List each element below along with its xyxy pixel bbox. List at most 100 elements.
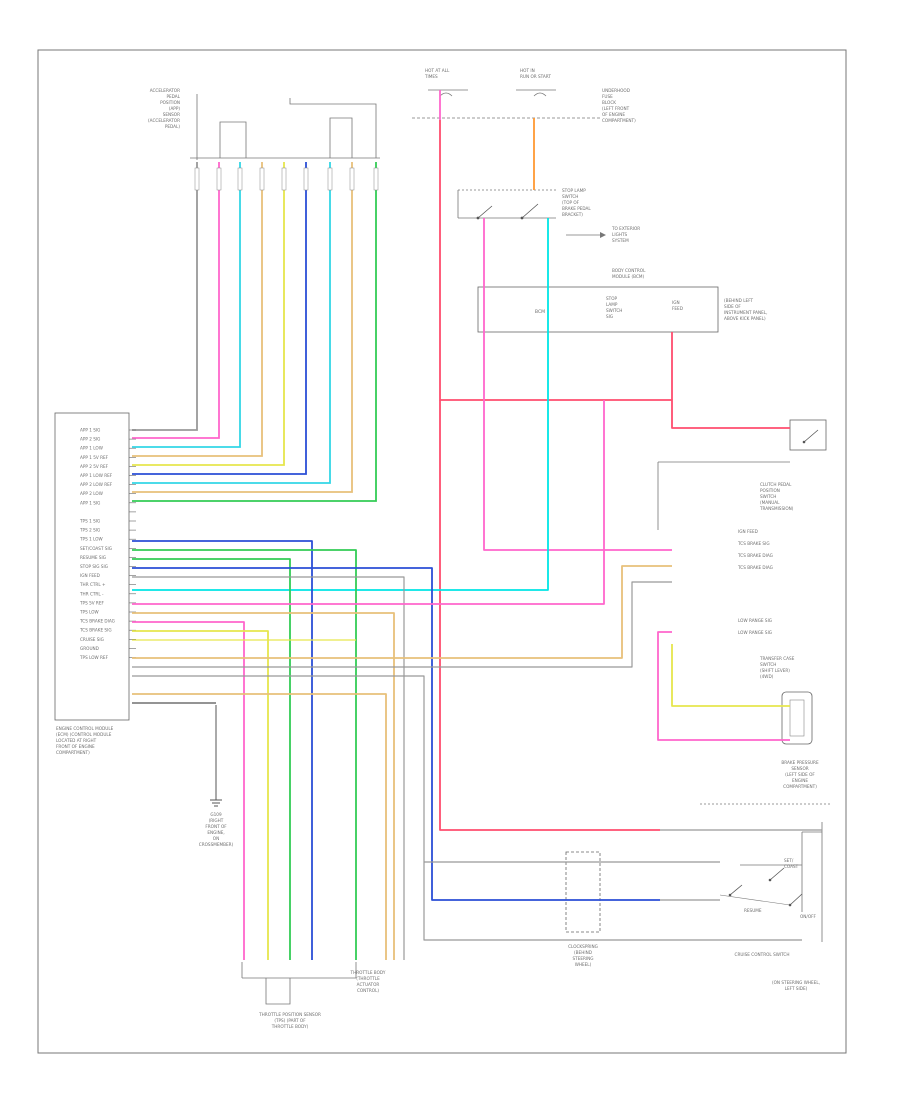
app-sensor-caption-line: SENSOR bbox=[163, 112, 180, 117]
brake-pressure-caption-line: SENSOR bbox=[791, 766, 808, 771]
ecm-pin-label: APP 2 LOW REF bbox=[80, 482, 113, 487]
ecm-pin-label: SET/COAST SIG bbox=[80, 546, 112, 551]
cruise-caption: CRUISE CONTROL SWITCH bbox=[735, 952, 790, 957]
clutch-caption: SWITCH bbox=[760, 494, 776, 499]
ecm-pin-label: APP 2 5V REF bbox=[80, 464, 109, 469]
bcm-caption: ABOVE KICK PANEL) bbox=[724, 316, 766, 321]
tps-low-ref-wire bbox=[132, 693, 387, 960]
fuse-right-caption-line: HOT IN bbox=[520, 68, 535, 73]
ecm-pin-label: TPS 1 LOW bbox=[79, 537, 103, 542]
connector-pin bbox=[237, 167, 243, 191]
stop-sig-wire bbox=[483, 218, 672, 551]
fuse-left-caption-line: HOT AT ALL bbox=[425, 68, 450, 73]
app-wire bbox=[132, 162, 285, 466]
ecm-pin-label: TPS 2 SIG bbox=[79, 528, 100, 533]
clockspring-caption-line: STEERING bbox=[572, 956, 593, 961]
bcm-pin-label: FEED bbox=[672, 306, 683, 311]
to-exterior-caption-line: SYSTEM bbox=[612, 238, 629, 243]
ecm-pin-label: IGN FEED bbox=[80, 573, 100, 578]
bcm-pin-label: IGN bbox=[672, 300, 680, 305]
wire-runs bbox=[132, 90, 822, 960]
thr-ctrl-wire bbox=[132, 612, 395, 960]
ecm-pin-label: APP 1 SIG bbox=[80, 428, 100, 433]
bcm-header: MODULE (BCM) bbox=[612, 274, 644, 279]
connector-pin bbox=[373, 167, 379, 191]
ecm-pin-label: TCS BRAKE SIG bbox=[79, 628, 112, 633]
app-wire bbox=[132, 162, 307, 475]
stop-lamp-caption-line: STOP LAMP bbox=[562, 188, 586, 193]
bcm-pin-label: SWITCH bbox=[606, 308, 622, 313]
bcm-pin-label: SIG bbox=[606, 314, 613, 319]
thr-ctrl-minus-wire bbox=[132, 621, 245, 960]
cruise-button-label: RESUME bbox=[744, 908, 762, 913]
connector-pin bbox=[327, 167, 333, 191]
bcm-body-label: BCM bbox=[535, 309, 545, 315]
app-wire bbox=[132, 162, 220, 439]
ecm-pin-label: THR CTRL - bbox=[79, 591, 104, 596]
tps-caption-line: THROTTLE POSITION SENSOR bbox=[258, 1012, 321, 1017]
set-coast-wire bbox=[132, 567, 660, 901]
ecm-caption-line: (ECM) (CONTROL MODULE bbox=[56, 732, 112, 737]
connector-pin bbox=[194, 167, 200, 191]
transfer-caption: TRANSFER CASE bbox=[759, 656, 795, 661]
fuse-block-caption-line: COMPARTMENT) bbox=[602, 118, 636, 123]
bcm-caption: SIDE OF bbox=[724, 304, 741, 309]
app-wire bbox=[132, 162, 198, 431]
app-sensor: ACCELERATORPEDALPOSITION(APP)SENSOR(ACCE… bbox=[148, 88, 380, 160]
app-wire bbox=[132, 162, 241, 448]
cruise-footer: (ON STEERING WHEEL, bbox=[772, 980, 820, 985]
throttle-body: THROTTLE POSITION SENSOR(TPS) (PART OFTH… bbox=[241, 962, 386, 1029]
bcm-header: BODY CONTROL bbox=[612, 268, 646, 273]
clutch-caption: (MANUAL bbox=[760, 500, 780, 505]
cruise-feed-wire bbox=[439, 400, 660, 831]
bcm-pin-label: STOP bbox=[606, 296, 618, 301]
clutch-pin-label: TCS BRAKE SIG bbox=[737, 541, 770, 546]
app-sensor-caption-line: (APP) bbox=[169, 106, 181, 111]
fuse-right-caption-line: RUN OR START bbox=[520, 74, 551, 79]
ecm-pin-label: TPS 1 SIG bbox=[79, 519, 100, 524]
ecm-pin-label: THR CTRL + bbox=[79, 582, 106, 587]
ecm-pin-label: CRUISE SIG bbox=[80, 637, 104, 642]
fuse-block-caption-line: FUSE bbox=[602, 94, 613, 99]
stop-lamp-caption-line: SWITCH bbox=[562, 194, 578, 199]
app-sensor-caption-line: (ACCELERATOR bbox=[148, 118, 180, 123]
ecm-pin-label: GROUND bbox=[80, 646, 99, 651]
clutch-pin-label: IGN FEED bbox=[738, 529, 758, 534]
tcs-sig-wire bbox=[132, 581, 672, 668]
ecm-caption-line: FRONT OF ENGINE bbox=[56, 744, 95, 749]
transfer-caption: (4WD) bbox=[760, 674, 774, 679]
ecm-pin-label: RESUME SIG bbox=[80, 555, 106, 560]
ground-caption-line: G109 bbox=[210, 812, 222, 817]
tps-caption-line: THROTTLE BODY) bbox=[271, 1024, 309, 1029]
connector-pin bbox=[303, 167, 309, 191]
app-wire bbox=[132, 162, 353, 493]
brake-pressure-caption-line: BRAKE PRESSURE bbox=[781, 760, 819, 765]
ecm-pin-label: TPS 5V REF bbox=[79, 600, 104, 605]
ecm-pin-label: APP 1 SIG bbox=[80, 500, 100, 505]
clutch-pin-label: TCS BRAKE DIAG bbox=[737, 565, 773, 570]
ground-caption-line: (RIGHT bbox=[209, 818, 224, 823]
stop-lamp-cyan-wire bbox=[132, 218, 549, 591]
throttle-body-caption-line: CONTROL) bbox=[357, 988, 379, 993]
throttle-body-caption-line: (THROTTLE bbox=[356, 976, 380, 981]
low-range-pin: LOW RANGE SIG bbox=[738, 630, 772, 635]
clutch-caption: CLUTCH PEDAL bbox=[760, 482, 792, 487]
app-wires bbox=[132, 162, 379, 502]
fuse-left-caption-line: TIMES bbox=[424, 74, 438, 79]
connector-pin bbox=[259, 167, 265, 191]
ecm-pin-label: APP 2 LOW bbox=[80, 491, 103, 496]
clutch-pin-label: TCS BRAKE DIAG bbox=[737, 553, 773, 558]
fuse-block-caption-line: BLOCK bbox=[602, 100, 616, 105]
connector-pin bbox=[281, 167, 287, 191]
ecm-pin-label: APP 1 LOW REF bbox=[80, 473, 113, 478]
ecm-pin-label: TCS BRAKE DIAG bbox=[79, 619, 115, 624]
ground-caption-line: ENGINE, bbox=[207, 830, 224, 835]
